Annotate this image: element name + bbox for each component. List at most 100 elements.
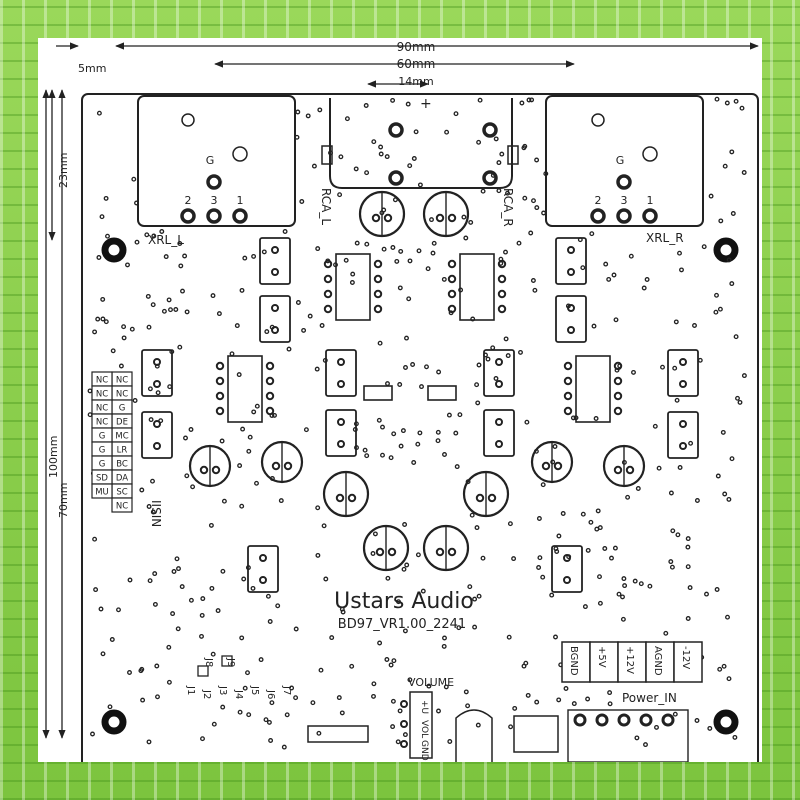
via-hole [474,525,480,531]
via-hole [121,335,127,341]
via-hole [530,278,536,283]
via-hole [516,240,522,246]
relay-box [483,409,515,457]
via-hole [378,151,384,157]
via-hole [563,686,569,691]
via-hole [570,415,576,421]
via-hole [174,556,180,562]
via-hole [282,229,288,234]
via-hole [425,266,431,272]
via-hole [628,253,634,259]
xlr-left-pin-2-label: 2 [185,194,192,207]
via-hole [391,658,397,664]
via-hole [220,568,226,574]
relay-pin [679,380,687,388]
via-hole [714,96,720,102]
via-holes [87,96,747,750]
via-hole [543,171,549,177]
xlr-left-pin-g [206,174,222,190]
volume-pin-label: VOL [419,720,429,738]
power-connector-body [567,709,689,762]
power-terminal-label: +5V [596,646,607,668]
via-hole [677,465,683,470]
via-hole [597,600,603,606]
ic-pin [265,376,275,386]
via-hole [245,565,251,571]
via-hole [220,704,226,710]
via-hole [674,397,680,403]
iis-pin-right-label: NC [116,502,128,512]
via-hole [730,211,736,216]
via-hole [498,260,504,266]
ic-pin [497,289,507,299]
iis-pin-left-label: MU [95,488,109,498]
via-hole [512,705,518,711]
via-hole [541,210,547,216]
capacitor-pin [347,493,357,503]
via-hole [377,340,383,346]
via-hole [121,324,127,330]
xlr-right-latch-hole [591,113,605,127]
via-hole [521,663,527,669]
via-hole [729,456,735,462]
rca-left-tab [321,145,333,165]
via-hole [692,323,697,328]
relay-pin [337,380,345,388]
small-resistor [363,385,393,401]
via-hole [147,578,153,584]
via-hole [679,267,684,273]
via-hole [416,248,422,254]
dim-60mm: 60mm [397,57,436,71]
via-hole [474,382,480,388]
via-hole [694,718,700,723]
volume-pin [400,740,408,748]
via-hole [177,241,183,246]
via-hole [237,463,243,469]
power-terminal-cell [645,641,675,683]
via-hole [328,150,333,156]
power-terminal-pin [661,713,675,727]
via-hole [480,188,486,194]
via-hole [529,97,535,103]
via-hole [132,398,138,403]
via-hole [582,604,588,610]
dimension-lines [42,42,759,739]
iis-pin-right-label: NC [116,376,128,386]
via-hole [362,447,368,453]
power-terminal-label: -12V [680,646,691,669]
via-hole [247,434,253,440]
via-hole [620,616,626,622]
via-hole [311,163,317,169]
via-hole [647,583,653,589]
via-hole [127,577,133,583]
via-hole [708,193,714,199]
relay-pin [567,326,575,334]
via-hole [496,188,502,194]
volume-pin [400,700,408,708]
via-hole [251,409,257,415]
ic-pin [613,391,623,401]
via-hole [158,418,164,424]
via-hole [129,326,135,332]
regulator-footprint [513,715,559,753]
via-hole [200,736,205,742]
via-hole [246,448,252,454]
via-hole [246,712,252,718]
jumper-label: J1 [185,685,196,695]
iis-pin-right-label: DE [116,418,128,428]
via-hole [315,246,321,252]
via-hole [125,262,130,268]
dim-70mm: 70mm [57,483,70,518]
via-hole [591,323,597,329]
via-hole [390,698,396,704]
via-hole [685,616,691,621]
via-hole [589,231,595,237]
via-hole [221,498,227,504]
via-hole [490,345,496,351]
via-hole [388,662,394,668]
relay-box [247,545,279,593]
via-hole [377,640,383,646]
via-hole [668,490,674,496]
via-hole [395,739,401,745]
via-hole [672,365,678,371]
